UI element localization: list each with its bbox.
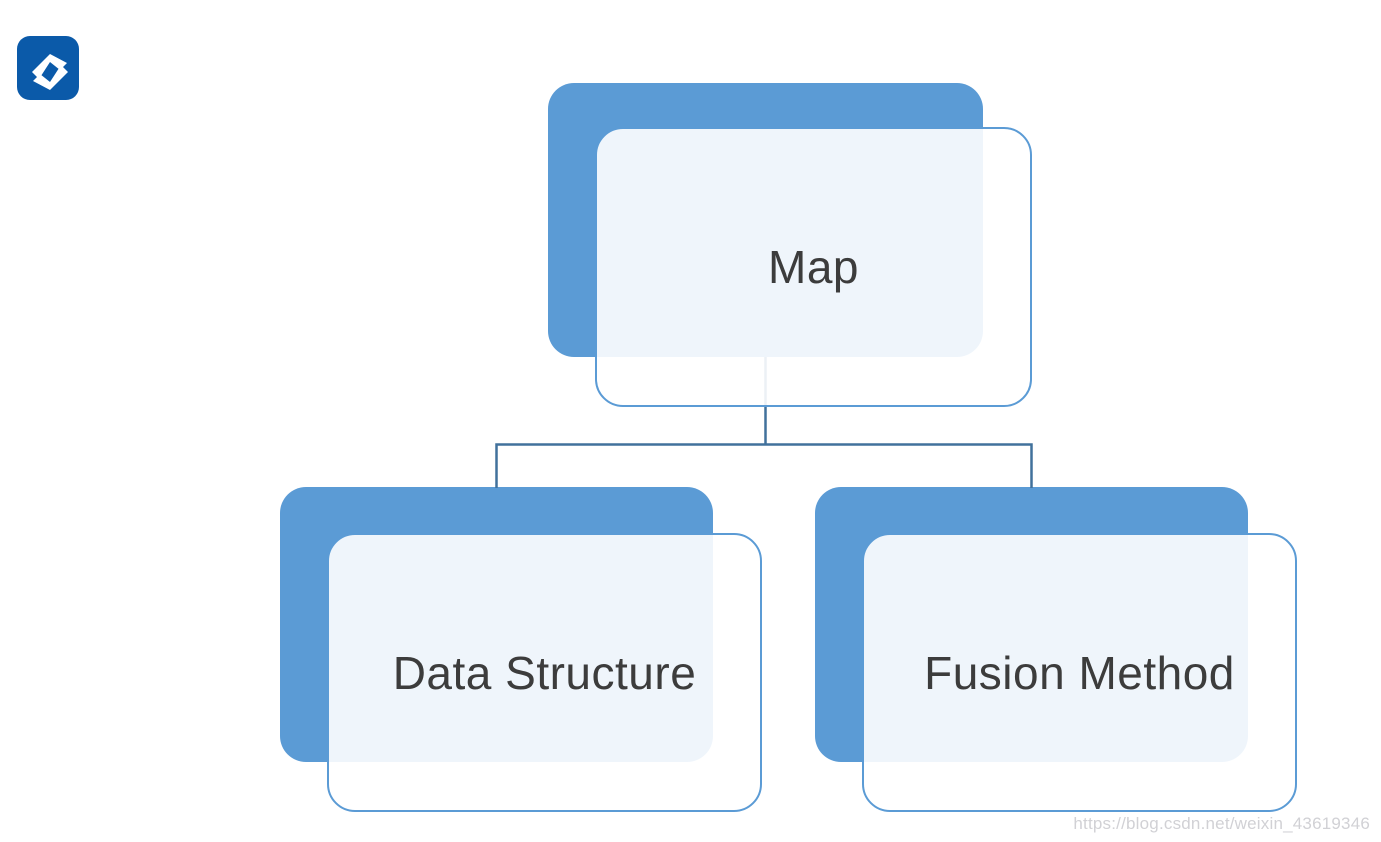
node-fusion-method: Fusion Method <box>862 533 1297 812</box>
csdn-logo-svg <box>17 36 79 100</box>
watermark-url: https://blog.csdn.net/weixin_43619346 <box>1073 814 1370 833</box>
logo-background <box>17 36 79 100</box>
connector-branch <box>495 443 1033 488</box>
node-data-structure-label: Data Structure <box>392 646 697 699</box>
node-fusion-method-label: Fusion Method <box>924 646 1235 699</box>
logo-s-glyph <box>32 54 68 90</box>
node-map: Map <box>595 127 1032 407</box>
node-map-label: Map <box>768 241 859 293</box>
node-data-structure: Data Structure <box>327 533 762 812</box>
csdn-logo-icon <box>17 36 79 100</box>
